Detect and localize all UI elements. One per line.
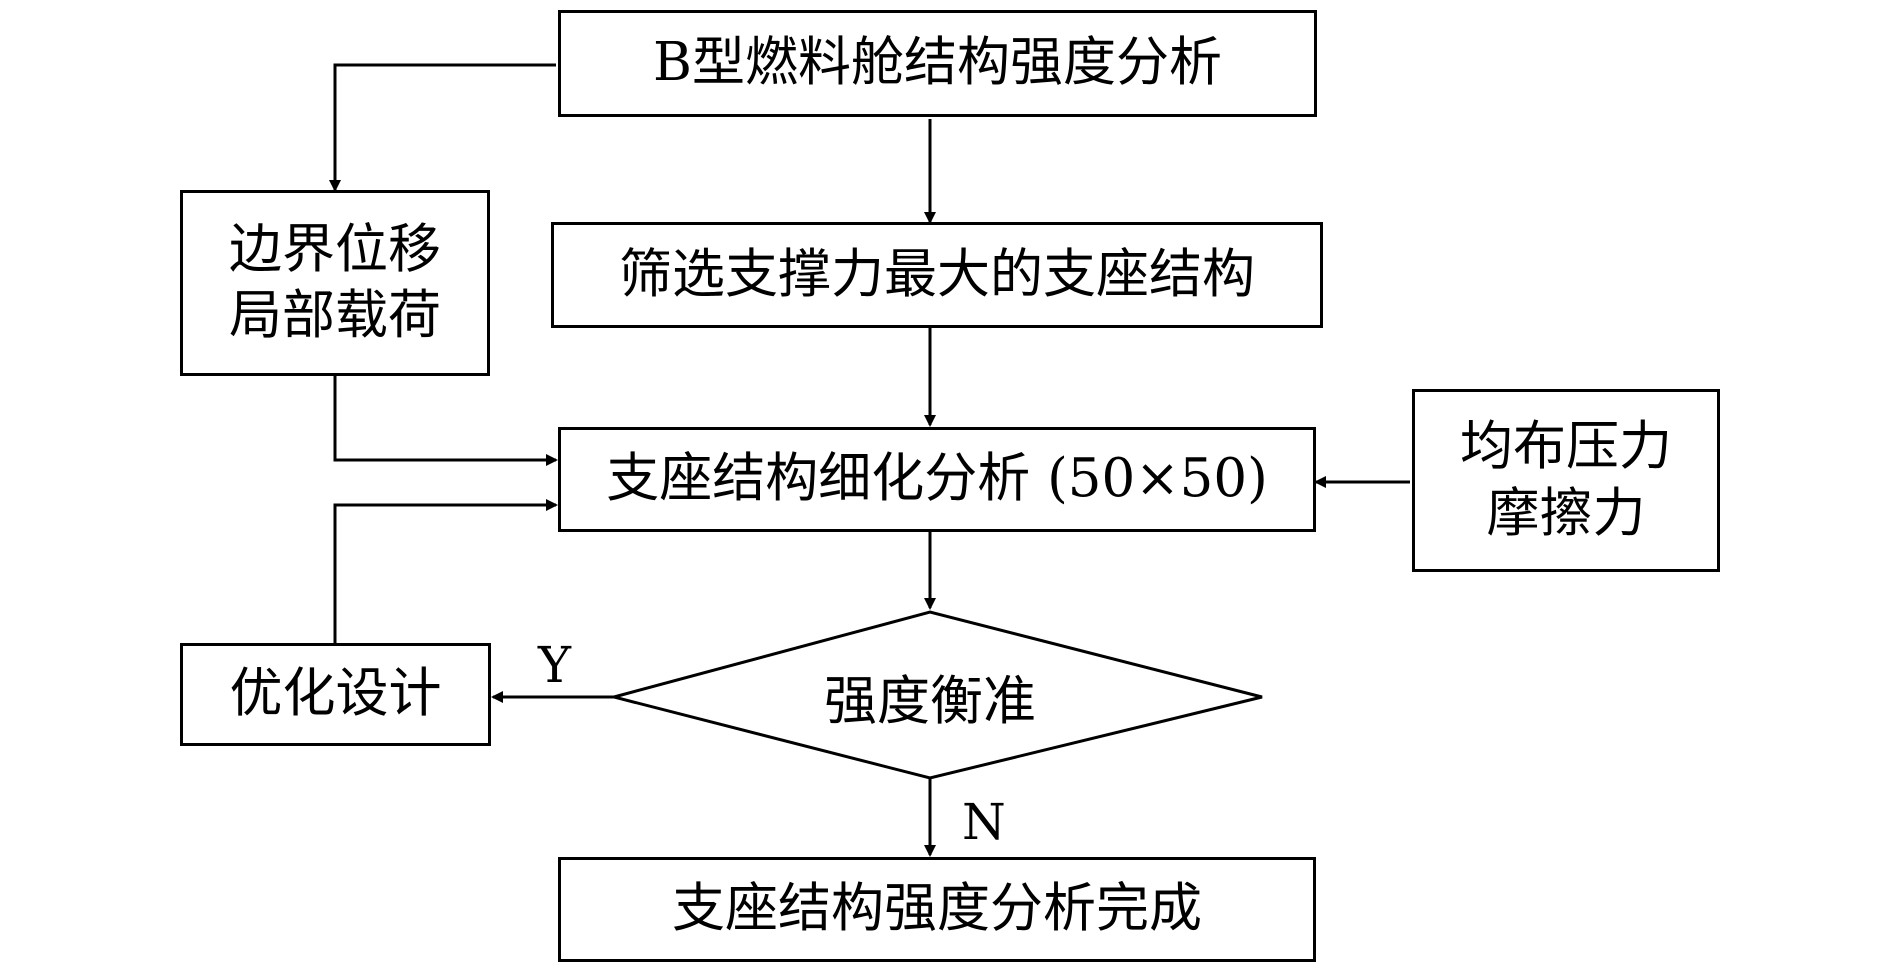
node-boundary-line-1: 边界位移 [229,218,441,280]
edge-label-no: N [962,793,1006,851]
node-refine-label: 支座结构细化分析 (50×50) [606,448,1268,510]
node-screen: 筛选支撑力最大的支座结构 [551,222,1323,328]
decision-diamond [608,610,1263,780]
node-pressure-line-2: 摩擦力 [1486,482,1646,544]
node-decision-label: 强度衡准 [824,671,1036,732]
node-finish: 支座结构强度分析完成 [558,857,1316,962]
node-screen-label: 筛选支撑力最大的支座结构 [619,243,1255,305]
node-finish-label: 支座结构强度分析完成 [672,878,1202,940]
node-pressure-line-1: 均布压力 [1460,416,1672,478]
arrow-optimize-to-refine [333,499,558,643]
node-optimize: 优化设计 [180,643,491,746]
node-boundary: 边界位移 局部载荷 [180,190,490,376]
node-refine: 支座结构细化分析 (50×50) [558,427,1316,532]
arrow-start-to-boundary [329,63,556,192]
node-boundary-line-2: 局部载荷 [229,285,441,346]
node-start-label: B型燃料舱结构强度分析 [653,32,1222,94]
arrow-boundary-to-refine [333,376,558,466]
edge-label-yes: Y [538,636,572,694]
node-start: B型燃料舱结构强度分析 [558,10,1317,117]
node-pressure: 均布压力 摩擦力 [1412,389,1720,572]
node-optimize-label: 优化设计 [229,663,442,725]
